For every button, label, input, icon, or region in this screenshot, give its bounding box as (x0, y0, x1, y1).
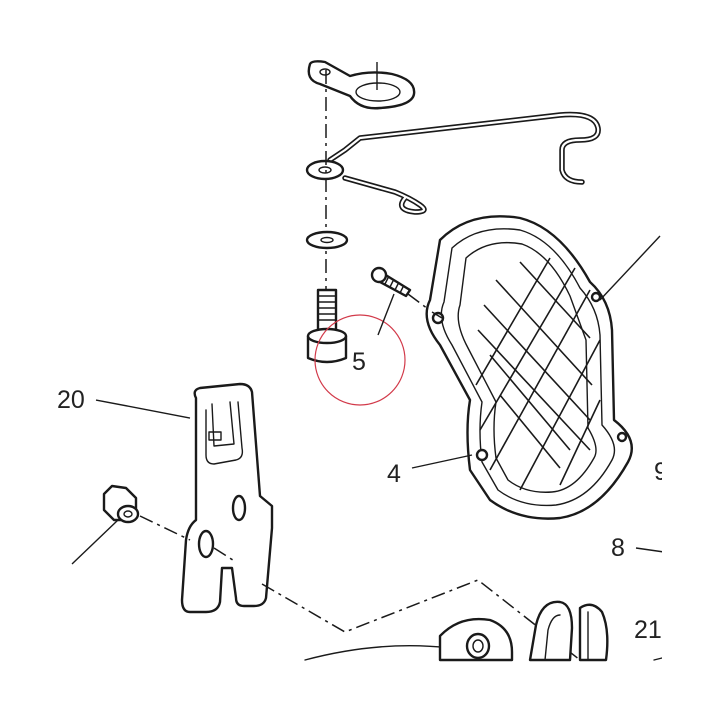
mounting-ring-plate[interactable] (307, 60, 416, 110)
perforated-cover-part-4[interactable] (425, 215, 661, 520)
nut-leader (71, 519, 119, 565)
callout-20: 20 (57, 386, 85, 414)
screw-part-5[interactable] (370, 266, 412, 298)
leader-line-4 (411, 454, 473, 469)
washer[interactable] (305, 230, 349, 250)
bracket-part-20[interactable] (180, 382, 274, 614)
cover-axis (431, 311, 443, 319)
callout-21: 21 (634, 616, 662, 644)
wire-bracket[interactable] (305, 111, 601, 215)
crop-mask-bottom (0, 662, 720, 720)
assembly-axis-lower (139, 515, 581, 661)
screw-axis (407, 293, 433, 313)
leader-line-20 (95, 399, 191, 419)
lower-housing[interactable] (304, 600, 663, 662)
hex-nut[interactable] (102, 484, 140, 524)
callout-5: 5 (352, 348, 366, 376)
bolt-vertical[interactable] (306, 288, 348, 364)
highlight-circle (314, 314, 406, 406)
crop-mask-right (662, 0, 720, 720)
leader-line-8 (635, 547, 665, 553)
callout-8: 8 (611, 534, 625, 562)
leader-line-5 (377, 293, 395, 336)
callout-4: 4 (387, 460, 401, 488)
